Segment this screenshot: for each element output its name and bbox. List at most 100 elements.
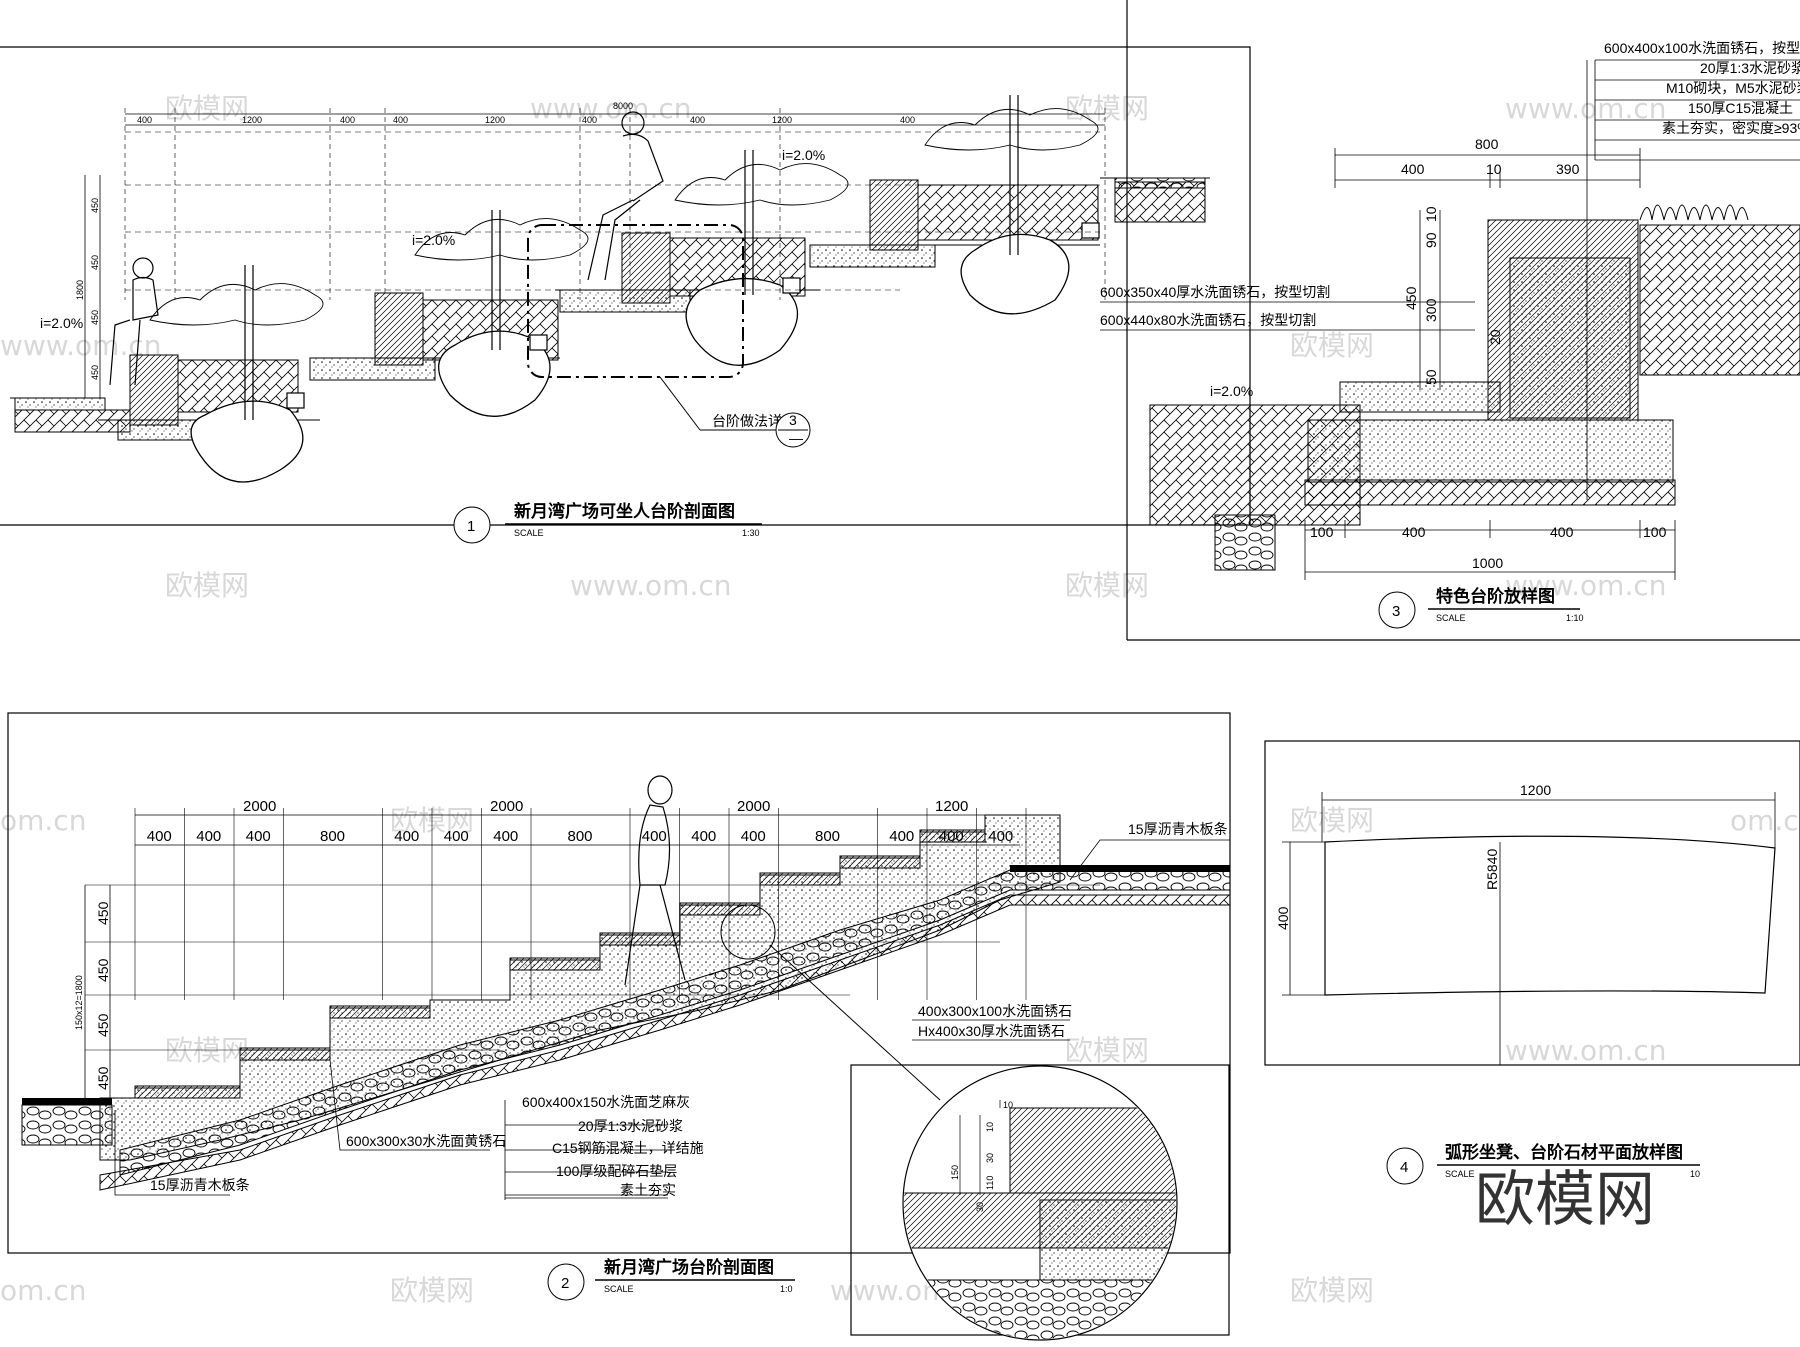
earth-fill xyxy=(917,184,1099,241)
dim-label: 400 xyxy=(690,115,705,125)
root-ball xyxy=(437,330,551,417)
scale-label: SCALE xyxy=(1436,613,1466,623)
detail-dim: 10 xyxy=(985,1122,995,1132)
layer-label: 素土夯实，密实度≥93% xyxy=(1662,120,1800,136)
scale-label: SCALE xyxy=(1445,1169,1475,1179)
dim-label: 800 xyxy=(815,828,840,845)
stone-label: 400x300x100水洗面锈石 xyxy=(918,1003,1072,1019)
watermark: www.om.cn xyxy=(570,569,731,602)
dim-label: 400 xyxy=(147,828,172,845)
leaders xyxy=(114,839,1230,1200)
drawing-number-circle xyxy=(453,506,491,544)
tree-trunks xyxy=(244,95,1019,420)
dim: 400 xyxy=(1401,161,1425,177)
earth-fill xyxy=(1304,479,1676,506)
stone-label: 600x350x40厚水洗面锈石，按型切割 xyxy=(1100,284,1330,300)
dimension-lines xyxy=(1282,792,1776,996)
grid-lines xyxy=(125,131,1100,291)
dim: 1000 xyxy=(1472,555,1503,571)
dim: 50 xyxy=(1423,369,1439,385)
layer-label: 20厚1:3水泥砂浆 xyxy=(578,1118,683,1134)
earth-fill xyxy=(99,894,1231,1191)
seat-block xyxy=(374,292,424,366)
dimension-lines-left xyxy=(84,175,101,398)
stone-label: Hx400x30厚水洗面锈石 xyxy=(918,1023,1065,1039)
dim-label: 400 xyxy=(444,828,469,845)
drawing-number: 2 xyxy=(561,1275,569,1292)
watermark: www.om.cn xyxy=(1505,92,1666,125)
seat-block xyxy=(129,354,179,426)
vert-dim: 450 xyxy=(90,198,100,213)
dim-label: 400 xyxy=(196,828,221,845)
dim-label: 400 xyxy=(889,828,914,845)
dim-label: 400 xyxy=(493,828,518,845)
strip-label: 15厚沥青木板条 xyxy=(1128,821,1228,837)
scale-value: 10 xyxy=(1690,1169,1700,1179)
dim: 100 xyxy=(1643,524,1667,540)
dimension-lines-top xyxy=(135,814,1020,846)
detail-marker-circle xyxy=(720,904,776,960)
dim: 20 xyxy=(1487,329,1503,345)
watermark: om.cn xyxy=(1730,804,1800,837)
dim: 2000 xyxy=(737,798,770,815)
callout-ref: 3 xyxy=(789,412,797,428)
dimension-lines-left xyxy=(84,885,111,1100)
vert-dim: 450 xyxy=(90,255,100,270)
watermark: www.om.cn xyxy=(1505,569,1666,602)
layer-label: 600x400x100水洗面锈石，按型切割 xyxy=(1604,40,1800,56)
watermark: 欧模网 xyxy=(165,92,249,125)
dim-label: 400 xyxy=(691,828,716,845)
gravel-base xyxy=(21,1104,113,1146)
drawing-number: 4 xyxy=(1400,1159,1408,1176)
dim-label: 1200 xyxy=(485,115,505,125)
gravel-layer xyxy=(1114,177,1206,189)
dim-label: 400 xyxy=(582,115,597,125)
layer-label: 20厚1:3水泥砂浆 xyxy=(1700,60,1800,76)
drawing-number-circle xyxy=(1378,591,1416,629)
scale-label: SCALE xyxy=(604,1284,634,1294)
paving-layer xyxy=(14,397,106,411)
drawing-number-circle xyxy=(1386,1147,1424,1185)
dim-label: 400 xyxy=(246,828,271,845)
drawing-title: 弧形坐凳、台阶石材平面放样图 xyxy=(1445,1142,1683,1162)
dim: 800 xyxy=(1475,136,1499,152)
dim-label: 800 xyxy=(568,828,593,845)
stone-label: 600x440x80水洗面锈石，按型切割 xyxy=(1100,312,1316,328)
detail-dim: 30 xyxy=(975,1202,985,1212)
scale-value: 1:10 xyxy=(1566,613,1584,623)
detail-dims xyxy=(959,1100,1001,1195)
drawing-3-detail: 600x400x100水洗面锈石，按型切割 20厚1:3水泥砂浆 M10砌块，M… xyxy=(1100,40,1800,629)
scale-value: 1:0 xyxy=(780,1284,793,1294)
drawing-number: 1 xyxy=(467,518,475,535)
watermark-large: 欧模网 xyxy=(1475,1165,1655,1235)
layer-label: 素土夯实 xyxy=(620,1182,676,1198)
dim: 10 xyxy=(1423,206,1439,222)
drain-gravel xyxy=(1214,514,1276,571)
dim: 1200 xyxy=(935,798,968,815)
vert-dim: 450 xyxy=(95,1066,111,1090)
layer-label: M10砌块，M5水泥砂浆 xyxy=(1666,80,1800,96)
grid-lines xyxy=(85,884,1100,1051)
drawing-title: 新月湾广场可坐人台阶剖面图 xyxy=(514,501,735,521)
layer-label: 600x400x150水洗面芝麻灰 xyxy=(522,1094,690,1110)
layer-leader-table xyxy=(1594,59,1800,161)
detail-dim: 110 xyxy=(985,1176,995,1190)
watermark: 欧模网 xyxy=(1290,1274,1374,1307)
slope-label: i=2.0% xyxy=(40,315,83,331)
watermark: 欧模网 xyxy=(165,1034,249,1067)
watermark: 欧模网 xyxy=(1290,329,1374,362)
paving-strip xyxy=(1010,865,1230,872)
dim: 10 xyxy=(1486,161,1502,177)
masonry-core xyxy=(1509,257,1631,419)
dim: 2000 xyxy=(490,798,523,815)
watermark: 欧模网 xyxy=(390,1274,474,1307)
slope-label: i=2.0% xyxy=(1210,383,1253,399)
dim-label: 400 xyxy=(900,115,915,125)
callout-sheet: — xyxy=(789,430,803,446)
dimension-lines-top xyxy=(125,113,1105,126)
dim-label: 400 xyxy=(988,828,1013,845)
layer-label: C15钢筋混凝土，详结施 xyxy=(552,1140,704,1156)
detail-dim: 150 xyxy=(950,1165,960,1180)
